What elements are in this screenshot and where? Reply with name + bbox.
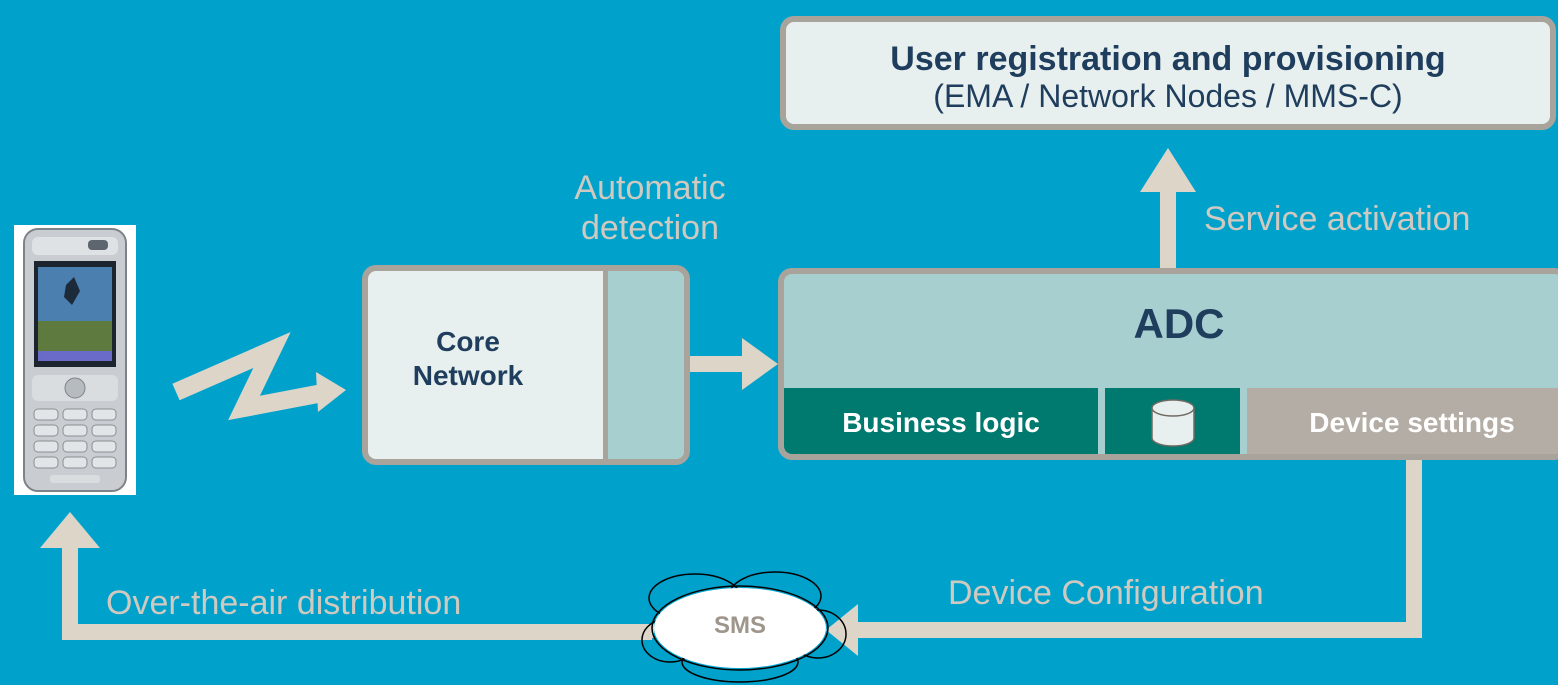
automatic-detection-line2: detection (581, 209, 719, 247)
adc-title: ADC (1133, 300, 1225, 347)
automatic-detection-line1: Automatic (574, 169, 726, 207)
core-network-line1: Core (436, 326, 500, 357)
business-logic-label: Business logic (842, 407, 1040, 438)
device-configuration-arrow (826, 460, 1422, 656)
registration-subtitle: (EMA / Network Nodes / MMS-C) (933, 78, 1403, 114)
ota-distribution-label: Over-the-air distribution (106, 584, 462, 622)
core-network-box: Core Network (362, 265, 690, 465)
device-configuration-label: Device Configuration (948, 574, 1264, 612)
core-network-side-panel (603, 271, 684, 459)
device-settings-label: Device settings (1309, 407, 1515, 438)
business-logic-cell: Business logic (784, 388, 1098, 454)
database-cell (1105, 388, 1240, 454)
service-activation-label: Service activation (1204, 200, 1471, 238)
core-network-line2: Network (412, 360, 524, 391)
adc-box: ADC Business logic Device settings (778, 268, 1558, 460)
automatic-detection-label: Automatic detection (540, 168, 760, 248)
core-to-adc-arrow (690, 338, 778, 390)
user-registration-box: User registration and provisioning (EMA … (780, 16, 1556, 130)
ota-distribution-arrow (40, 512, 654, 640)
service-activation-arrow (1140, 148, 1196, 270)
wireless-signal-icon (172, 332, 346, 421)
registration-title: User registration and provisioning (890, 40, 1446, 78)
database-icon (1150, 399, 1195, 447)
device-settings-cell: Device settings (1247, 388, 1558, 454)
cloud-icon (641, 571, 847, 683)
mobile-phone-icon (14, 225, 136, 495)
core-network-label: Core Network (368, 325, 568, 393)
sms-label: SMS (713, 612, 766, 639)
